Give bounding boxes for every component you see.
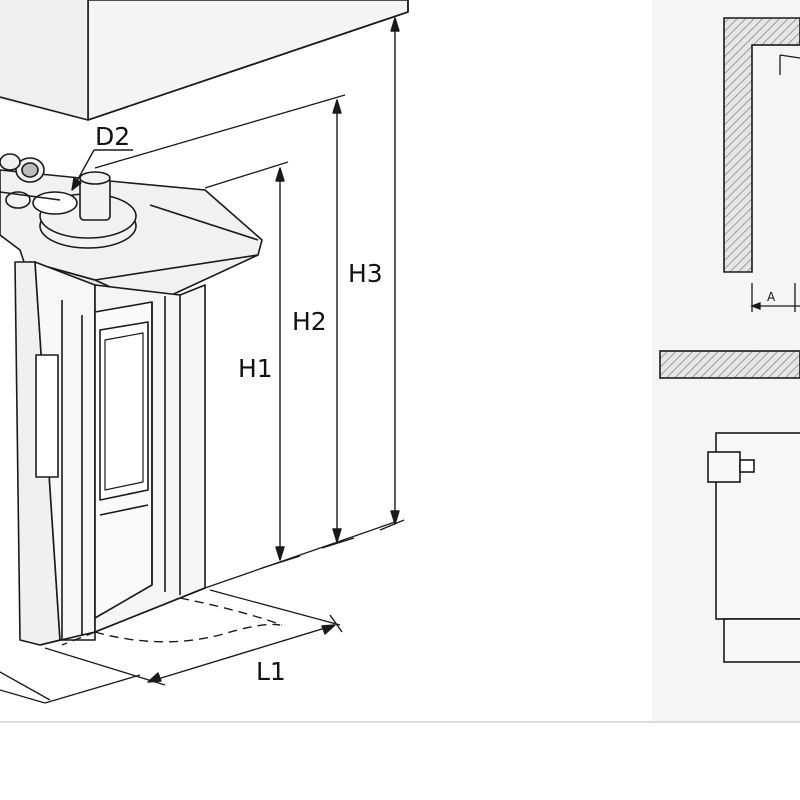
plan-views: A — [652, 0, 800, 722]
wall-niche-top — [723, 17, 800, 273]
ceiling-block — [0, 0, 409, 121]
side-window — [35, 354, 59, 478]
oven-isometric-view — [0, 0, 409, 704]
dimension-l1 — [147, 614, 343, 683]
dimension-h3 — [379, 17, 405, 531]
door-window — [99, 321, 149, 501]
wall-bottom — [659, 350, 800, 379]
door-swing-arc — [61, 597, 283, 646]
floor-lines — [0, 521, 396, 704]
d2-leader — [71, 149, 133, 191]
oven-body — [14, 261, 206, 646]
dimension-h2 — [321, 99, 355, 549]
label-l1: L1 — [256, 657, 286, 686]
label-h2: H2 — [292, 307, 327, 336]
label-h3: H3 — [348, 259, 383, 288]
label-a: A — [767, 290, 776, 304]
label-h1: H1 — [238, 354, 273, 383]
wall-line-2 — [204, 161, 289, 189]
oven-side-elevation — [707, 432, 800, 663]
label-d2: D2 — [95, 122, 130, 151]
exhaust-fan — [0, 153, 137, 249]
dimension-h1 — [261, 167, 301, 569]
wall-line-1 — [94, 94, 346, 169]
dimension-a — [750, 283, 800, 312]
